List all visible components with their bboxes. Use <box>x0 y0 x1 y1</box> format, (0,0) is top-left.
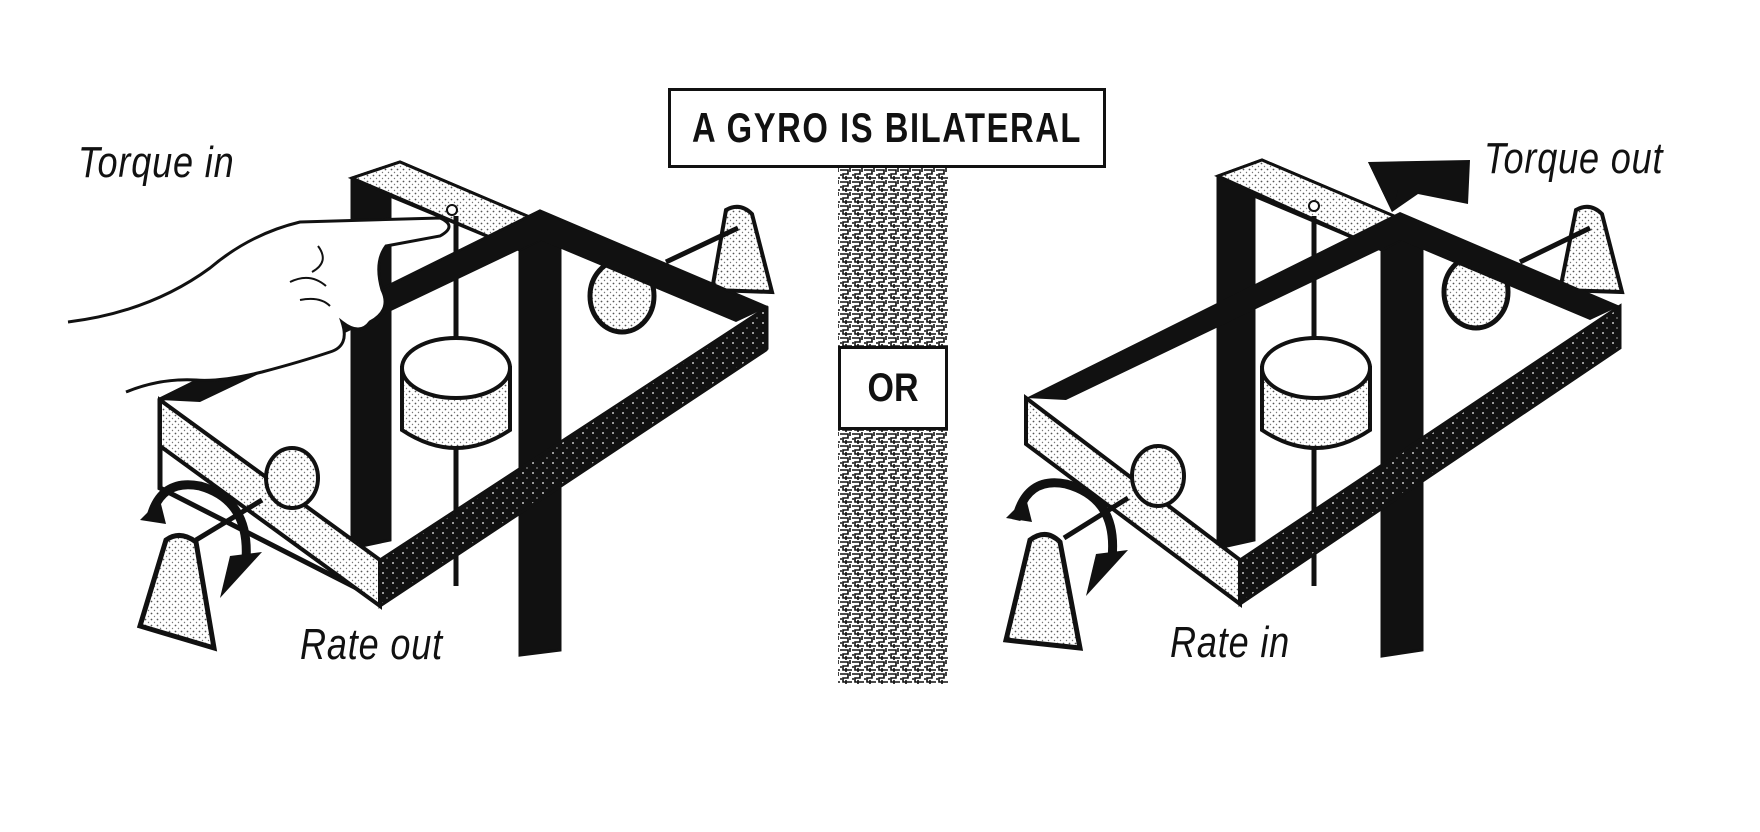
left-front-pedestal <box>136 533 218 652</box>
left-top-label: Torque in <box>78 138 235 187</box>
torque-out-arrowhead <box>1368 162 1398 212</box>
right-rate-arrow-tail <box>1006 498 1032 522</box>
right-outer-frame-front-face <box>1024 393 1242 608</box>
left-outer-frame-back <box>160 212 766 402</box>
hand-knuckle-lines <box>289 245 331 307</box>
right-outer-frame-back <box>1026 212 1620 400</box>
right-rear-pedestal <box>1557 204 1625 295</box>
left-rear-shaft <box>664 225 740 265</box>
left-rate-arrowhead <box>220 552 262 598</box>
or-separator-box: OR <box>838 346 948 430</box>
or-separator-label: OR <box>867 365 919 410</box>
right-front-bearing <box>1130 444 1186 508</box>
right-front-pedestal <box>1002 532 1084 651</box>
left-rate-arrow <box>145 480 251 561</box>
title-box: A GYRO IS BILATERAL <box>668 88 1106 168</box>
left-gimbal-pivot <box>446 204 458 216</box>
left-rotor-top <box>400 336 512 400</box>
right-rear-shaft <box>1518 225 1592 265</box>
right-bottom-label: Rate in <box>1170 618 1291 667</box>
right-gimbal-pivot <box>1308 200 1320 212</box>
right-rate-arrowhead <box>1086 550 1128 596</box>
central-bar-lower <box>838 430 948 684</box>
diagram-title: A GYRO IS BILATERAL <box>692 104 1082 151</box>
left-front-shaft <box>194 497 264 543</box>
right-gyro <box>1002 158 1625 658</box>
left-outer-frame-front-face <box>158 396 382 610</box>
right-front-shaft <box>1062 495 1130 541</box>
left-gyro <box>67 160 775 657</box>
right-top-label: Torque out <box>1484 134 1664 183</box>
left-rate-arrow-tail <box>140 500 166 524</box>
hand-illustration <box>67 216 451 394</box>
right-rate-arrow <box>1011 478 1118 559</box>
left-front-bearing <box>264 446 320 510</box>
central-bar-upper <box>838 168 948 346</box>
left-bottom-label: Rate out <box>300 620 443 669</box>
left-rear-pedestal <box>709 204 775 295</box>
right-rotor-top <box>1260 336 1372 400</box>
